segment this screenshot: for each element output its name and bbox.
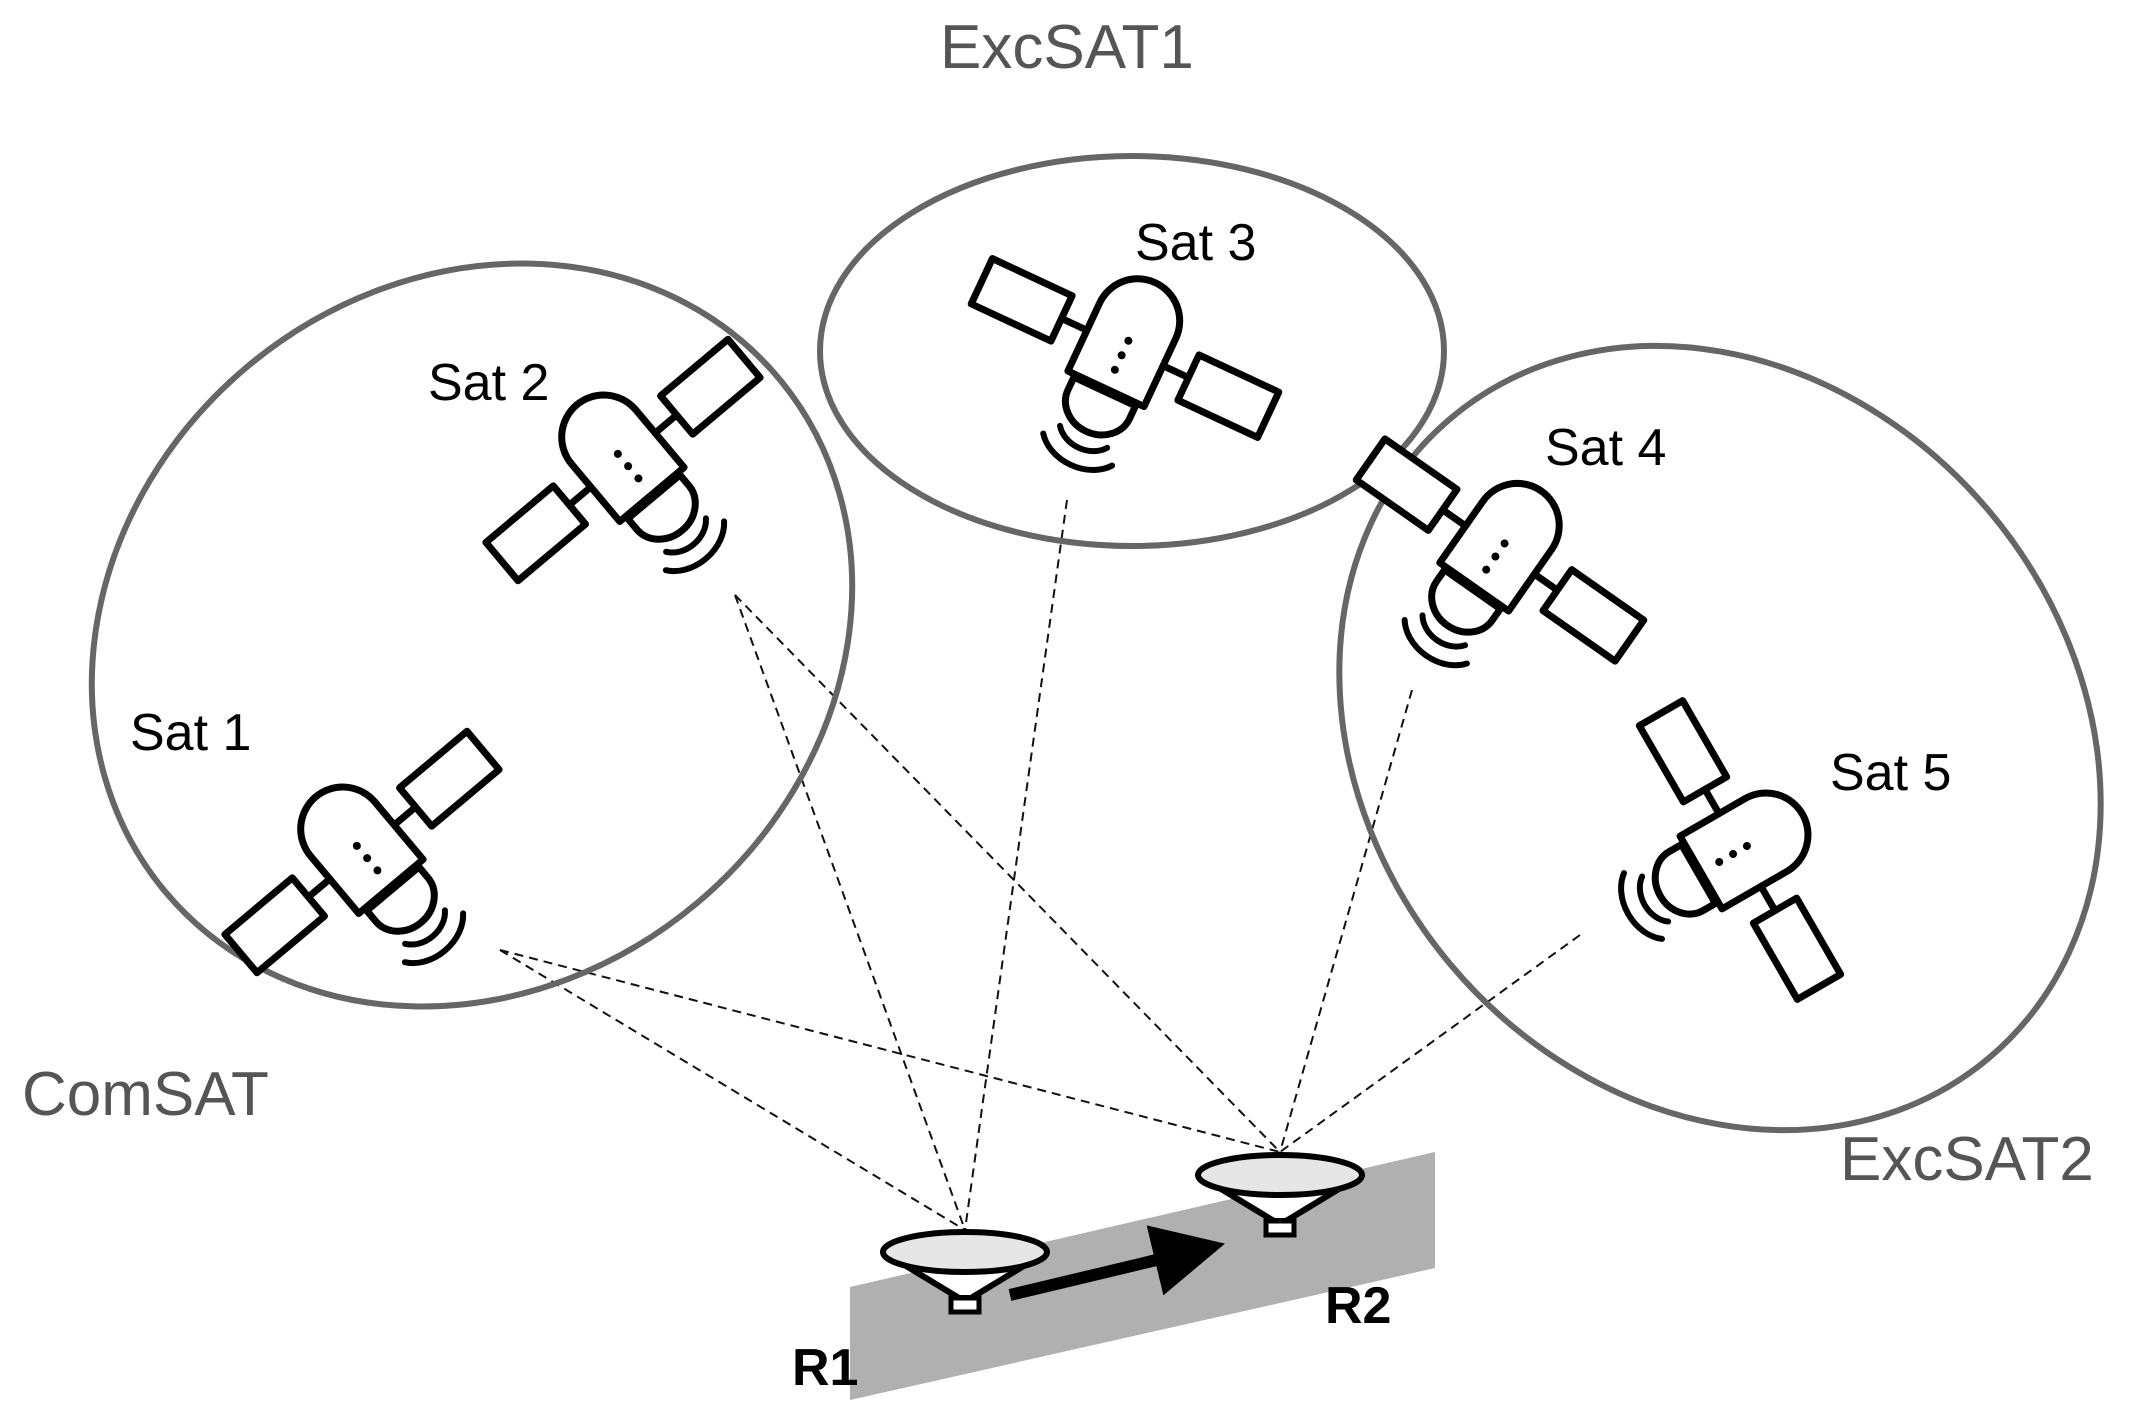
link-sat1-r2 <box>499 949 1281 1153</box>
excsat1-label: ExcSAT1 <box>940 13 1194 82</box>
link-sat5-r2 <box>1279 934 1581 1153</box>
comsat-ellipse <box>88 260 856 1010</box>
link-sat2-r2 <box>734 594 1281 1153</box>
satellite-icon <box>1549 677 1881 1051</box>
satellite-1: Sat 1 <box>130 695 566 1052</box>
satellite-4: Sat 4 <box>1297 400 1671 746</box>
link-sat4-r2 <box>1279 689 1413 1153</box>
arrow-right-icon <box>1008 1225 1226 1301</box>
signal-links <box>499 499 1581 1231</box>
comsat-label: ComSAT <box>22 1060 269 1129</box>
satellite-5: Sat 5 <box>1549 677 1951 1051</box>
r1-label: R1 <box>792 1339 858 1397</box>
sat-5-label: Sat 5 <box>1830 744 1951 802</box>
link-sat3-r1 <box>964 499 1068 1231</box>
link-sat1-r1 <box>499 949 966 1231</box>
sat-4-label: Sat 4 <box>1545 419 1666 477</box>
satellite-2: Sat 2 <box>428 303 827 660</box>
sat-3-label: Sat 3 <box>1135 214 1256 272</box>
sat-2-label: Sat 2 <box>428 354 549 412</box>
sat-1-label: Sat 1 <box>130 704 251 762</box>
link-sat2-r1 <box>734 594 966 1231</box>
receiver-r1: R1 <box>792 1232 1047 1397</box>
receiver-r2: R2 <box>1198 1155 1391 1335</box>
r2-label: R2 <box>1325 1277 1391 1335</box>
satellite-3: Sat 3 <box>927 214 1298 532</box>
excsat1-ellipse <box>817 153 1447 549</box>
excsat2-label: ExcSAT2 <box>1840 1125 2094 1194</box>
excsat2-ellipse <box>1336 342 2104 1134</box>
